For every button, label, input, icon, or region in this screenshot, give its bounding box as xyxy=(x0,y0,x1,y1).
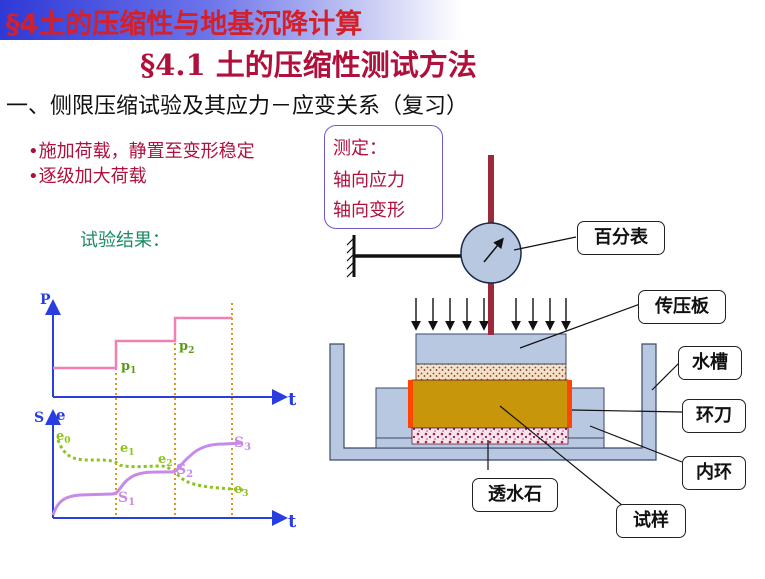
ring-knife-right xyxy=(567,380,572,428)
t-axis-label-top: t xyxy=(288,389,297,410)
e3-label: e3 xyxy=(234,482,249,499)
water-tank xyxy=(329,343,657,461)
p-load-curve xyxy=(53,316,232,370)
callout-water-tank: 水槽 xyxy=(678,346,742,380)
callout-load-plate: 传压板 xyxy=(638,290,726,324)
s1-label: S1 xyxy=(118,490,135,508)
callout-ring-knife: 环刀 xyxy=(682,399,746,433)
callout-porous-stone: 透水石 xyxy=(472,478,558,512)
support-hatch xyxy=(346,237,355,278)
subsection-heading: 一、侧限压缩试验及其应力－应变关系（复习） xyxy=(6,94,469,119)
t-axis-label-bottom: t xyxy=(288,511,297,532)
s2-label: S2 xyxy=(176,462,193,480)
s-settlement-curve xyxy=(51,441,244,516)
ring-knife-left xyxy=(408,380,413,428)
measure-axial-deformation: 轴向变形 xyxy=(333,200,405,221)
p1-label: p1 xyxy=(121,359,136,376)
measurement-box: 测定： 轴向应力 轴向变形 xyxy=(324,125,443,229)
e-axis-label: e xyxy=(56,406,66,424)
e1-label: e1 xyxy=(120,441,135,458)
e2-label: e2 xyxy=(158,452,173,469)
dial-needle xyxy=(483,237,504,263)
inner-ring-right xyxy=(567,387,605,439)
leader-lines xyxy=(487,236,683,511)
porous-stone-bottom xyxy=(411,427,569,445)
callout-inner-ring: 内环 xyxy=(682,456,746,490)
bullet-increase-load: •逐级加大荷载 xyxy=(28,166,147,187)
p2-label: p2 xyxy=(179,339,194,356)
bullet-apply-load: •施加荷载，静置至变形稳定 xyxy=(28,141,255,162)
p-axis-label: P xyxy=(40,292,51,308)
load-arrows xyxy=(411,298,571,331)
measure-axial-stress: 轴向应力 xyxy=(333,170,405,191)
banner-title: §4土的压缩性与地基沉降计算 xyxy=(6,9,363,40)
callout-dial-gauge: 百分表 xyxy=(577,221,665,255)
porous-stone-top xyxy=(415,363,567,381)
s3-label: S3 xyxy=(234,435,251,453)
inner-ring-left xyxy=(375,387,413,439)
title-banner: §4土的压缩性与地基沉降计算 xyxy=(0,0,462,40)
measure-title: 测定： xyxy=(333,138,387,159)
callout-specimen: 试样 xyxy=(616,504,686,538)
s-axis-label: S xyxy=(34,410,44,426)
e-void-ratio-curve xyxy=(56,439,244,492)
section-title: §4.1 土的压缩性测试方法 xyxy=(140,48,477,82)
e0-label: e0 xyxy=(56,429,71,446)
soil-specimen xyxy=(411,379,569,429)
load-plate xyxy=(415,333,567,365)
test-results-label: 试验结果： xyxy=(80,230,170,251)
